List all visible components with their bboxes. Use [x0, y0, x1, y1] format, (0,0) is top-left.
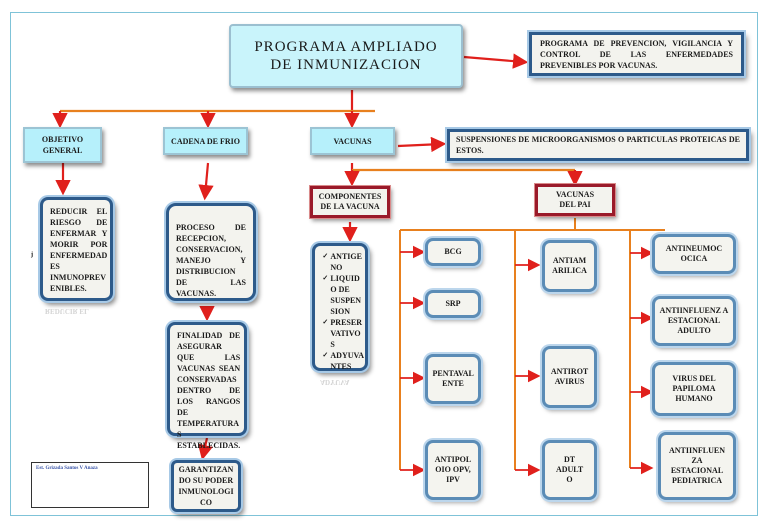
vaccine-dt-adulto: DT ADULT O: [542, 440, 597, 500]
program-definition: PROGRAMA DE PREVENCION, VIGILANCIA Y CON…: [529, 32, 744, 76]
componentes-list: ANTIGE NO LIQUID O DE SUSPEN SION PRESER…: [312, 243, 368, 371]
vaccine-antipolio: ANTIPOL OIO OPV, IPV: [425, 440, 481, 500]
componentes-reflection: ADYUVA: [320, 378, 350, 386]
componentes-header: COMPONENTES DE LA VACUNA: [310, 186, 390, 218]
branch-vacunas: VACUNAS: [310, 127, 395, 155]
pai-header: VACUNAS DEL PAI: [535, 184, 615, 216]
componentes-items: ANTIGE NO LIQUID O DE SUSPEN SION PRESER…: [316, 251, 363, 372]
branch-cadena: CADENA DE FRIO: [163, 127, 248, 155]
componente-item: ANTIGE NO: [322, 251, 363, 273]
vaccine-srp: SRP: [425, 290, 481, 318]
vaccine-pentavalente: PENTAVAL ENTE: [425, 354, 481, 404]
author-credit: Est. Grizada Santos V Anaza: [31, 462, 149, 508]
objetivo-text: REDUCIR EL RIESGO DE ENFERMAR Y MORIR PO…: [40, 197, 113, 301]
componente-item: PRESER VATIVO S: [322, 317, 363, 350]
vacunas-definition: SUSPENSIONES DE MICROORGANISMOS O PARTIC…: [447, 129, 749, 161]
vaccine-vph: VIRUS DEL PAPILOMA HUMANO: [652, 362, 736, 416]
vaccine-antirotavirus: ANTIROT AVIRUS: [542, 346, 597, 408]
vaccine-antiamarilica: ANTIAM ARILICA: [542, 240, 597, 292]
main-title: PROGRAMA AMPLIADO DE INMUNIZACION: [229, 24, 463, 88]
stray-mark: j: [31, 252, 33, 258]
vaccine-bcg: BCG: [425, 238, 481, 266]
page-frame: [10, 12, 758, 516]
branch-objetivo: OBJETIVO GENERAL: [23, 127, 102, 163]
cadena-step-2: FINALIDAD DE ASEGURAR QUE LAS VACUNAS SE…: [167, 322, 247, 450]
cadena-step-3: GARANTIZAN DO SU PODER INMUNOLOGI CO: [171, 460, 241, 512]
vaccine-antineumococica: ANTINEUMOC OCICA: [652, 234, 736, 274]
componente-item: LIQUID O DE SUSPEN SION: [322, 273, 363, 317]
componente-item: ADYUVA NTES: [322, 350, 363, 372]
objetivo-reflection: REDUCIR EL: [45, 307, 89, 315]
vaccine-antiinfluenza-adulto: ANTIINFLUENZ A ESTACIONAL ADULTO: [652, 296, 736, 346]
cadena-step-1: PROCESO DE RECEPCION, CONSERVACION, MANE…: [166, 203, 256, 301]
vaccine-antiinfluenza-pediatrica: ANTIINFLUEN ZA ESTACIONAL PEDIATRICA: [658, 432, 736, 500]
